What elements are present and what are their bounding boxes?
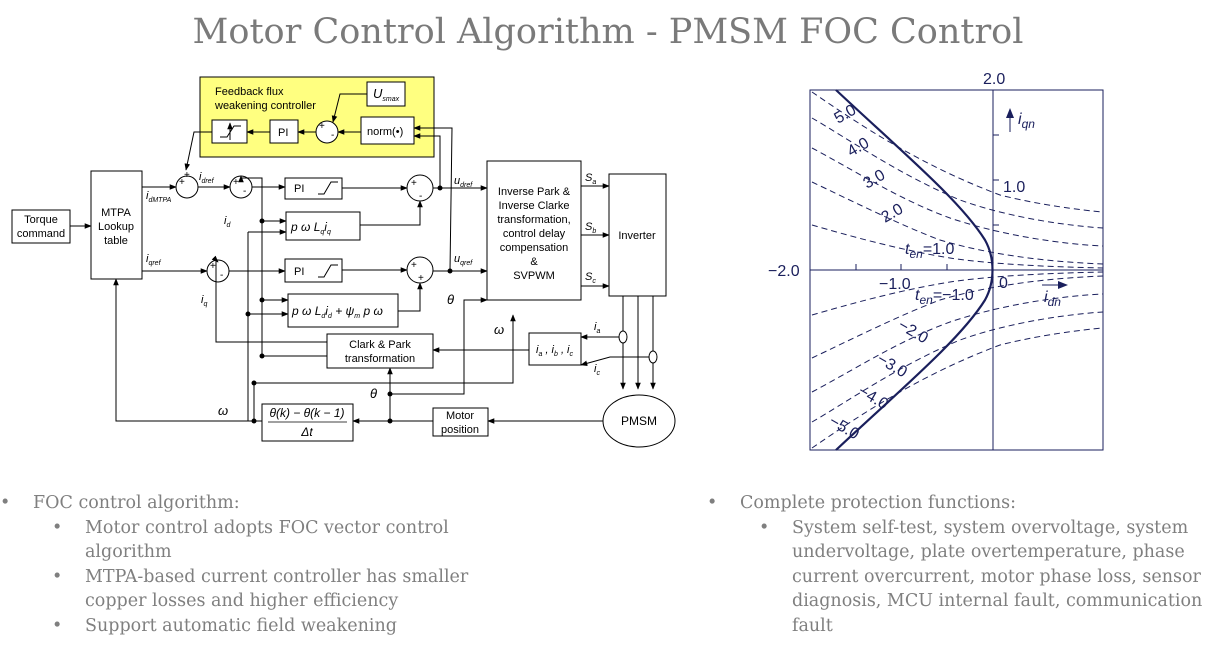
sum-d-plus: +: [233, 177, 239, 188]
theta-label-position: θ: [370, 386, 377, 401]
foc-bullet-list: FOC control algorithm: Motor control ado…: [0, 491, 480, 638]
sum-ud-plus: +: [411, 178, 417, 189]
current-sensor-a: [618, 330, 628, 344]
speed-calc-denominator: Δt: [300, 425, 313, 439]
foc-block-diagram: Feedback flux weakening controller Usmax…: [11, 76, 676, 448]
decouple-d-block: [285, 211, 361, 241]
decouple-q-label: p ω Ldid + ψm p ω: [291, 304, 383, 320]
decouple-q-block: [287, 293, 399, 328]
y-axis-mid-tick: 1.0: [1003, 179, 1025, 196]
y-axis-top-tick: 2.0: [983, 71, 1005, 88]
i-q-label: iq: [201, 294, 207, 308]
torque-command-label-1: Torque: [24, 214, 58, 226]
torque-contour-plot: 2.0 1.0 −2.0 −1.0 0 iqn idn ten=1.0 ten=…: [768, 71, 1104, 451]
decouple-d-label: p ω Lqiq: [290, 220, 331, 236]
svpwm-label-3: transformation,: [497, 214, 570, 226]
iabc-label: ia , ib , ic: [536, 344, 574, 358]
sum-flux-plus: +: [319, 121, 325, 132]
protection-item-1: System self-test, system overvoltage, sy…: [707, 516, 1206, 639]
speed-calc-block: [261, 403, 354, 442]
torque-command-label-2: command: [17, 228, 65, 240]
svpwm-label-4: control delay: [503, 228, 566, 240]
torque-contour-3: [811, 147, 1103, 247]
sum-idmtpa-plus-2: +: [184, 170, 190, 181]
torque-command-block: [11, 209, 71, 244]
motor-position-label-1: Motor: [446, 410, 474, 422]
i-d-label: id: [224, 215, 231, 229]
flux-controller-title-1: Feedback flux: [215, 86, 284, 98]
svpwm-label-2: Inverse Clarke: [499, 200, 570, 212]
sum-q-plus: +: [210, 261, 216, 272]
pi-flux-label: PI: [278, 127, 288, 139]
speed-calc-numerator: θ(k) − θ(k − 1): [269, 406, 344, 420]
u-smax-block: [366, 81, 406, 107]
norm-label: norm(•): [367, 126, 403, 138]
ten-negative-label: ten=−1.0: [915, 287, 974, 307]
u-qref-label: uqref: [454, 253, 473, 267]
torque-contour-m4: [811, 311, 1103, 423]
ic-label: ic: [594, 363, 600, 377]
sum-uq-plus-2: +: [418, 273, 424, 284]
omega-label-svpwm: ω: [494, 322, 504, 337]
iabc-block: [528, 332, 582, 366]
mtpa-label-3: table: [104, 235, 128, 247]
current-sensor-c: [648, 350, 658, 364]
i-dmtpa-label: idMTPA: [146, 190, 172, 204]
sum-ud-minus: -: [419, 191, 422, 202]
foc-heading: FOC control algorithm:: [0, 491, 480, 516]
i-dref-label: idref: [199, 171, 215, 185]
omega-label-feedback: ω: [218, 403, 228, 418]
protection-bullet-list: Complete protection functions: System se…: [707, 491, 1206, 638]
sum-d-minus: -: [243, 186, 246, 197]
mtpa-label-2: Lookup: [98, 221, 134, 233]
flux-controller-title-2: weakening controller: [214, 100, 316, 112]
torque-contour-m2: [811, 275, 1103, 359]
clark-park-label-2: transformation: [345, 353, 415, 365]
clark-park-block: [326, 333, 434, 369]
ia-label: ia: [594, 321, 600, 335]
svpwm-label-7: SVPWM: [513, 270, 555, 282]
mtpa-label-1: MTPA: [101, 207, 131, 219]
foc-item-2: MTPA-based current controller has smalle…: [0, 565, 480, 614]
pi-q-label: PI: [294, 266, 304, 278]
protection-heading: Complete protection functions:: [707, 491, 1206, 516]
svpwm-block: [486, 160, 582, 301]
svpwm-label-5: compensation: [500, 242, 569, 254]
svpwm-label-6: &: [530, 256, 538, 268]
origin-label: 0: [999, 275, 1008, 292]
inverter-label: Inverter: [618, 230, 656, 242]
i-qref-label: iqref: [146, 253, 162, 267]
u-smax-label: Usmax: [373, 86, 400, 103]
ten-positive-label: ten=1.0: [905, 241, 955, 261]
u-dref-label: udref: [454, 175, 473, 189]
motor-position-block: [432, 407, 489, 437]
slide-title: Motor Control Algorithm - PMSM FOC Contr…: [192, 12, 1024, 52]
torque-contour-m3: [811, 293, 1103, 393]
foc-item-1: Motor control adopts FOC vector control …: [0, 516, 480, 565]
idn-axis-label: idn: [1044, 289, 1061, 309]
svpwm-label-1: Inverse Park &: [498, 186, 571, 198]
sc-label: Sc: [585, 271, 596, 285]
sum-q-minus: -: [220, 270, 223, 281]
inverter-block: [608, 173, 667, 297]
theta-label-svpwm: θ: [447, 292, 454, 307]
pi-d-label: PI: [294, 183, 304, 195]
foc-item-3: Support automatic field weakening: [0, 614, 480, 639]
x-axis-left-tick: −2.0: [768, 263, 800, 280]
motor-position-label-2: position: [441, 424, 479, 436]
sa-label: Sa: [585, 172, 596, 186]
sum-uq-plus-1: +: [411, 260, 417, 271]
sb-label: Sb: [585, 221, 596, 235]
torque-contour-2: [811, 181, 1103, 265]
clark-park-label-1: Clark & Park: [349, 339, 411, 351]
pmsm-label: PMSM: [621, 414, 657, 428]
sum-idmtpa-plus-1: +: [179, 177, 185, 188]
x-axis-mid-tick: −1.0: [879, 276, 911, 293]
norm-block: [360, 116, 415, 145]
sum-flux-minus: -: [331, 130, 334, 141]
iqn-axis-label: iqn: [1018, 111, 1035, 131]
torque-contour-4: [811, 117, 1103, 229]
